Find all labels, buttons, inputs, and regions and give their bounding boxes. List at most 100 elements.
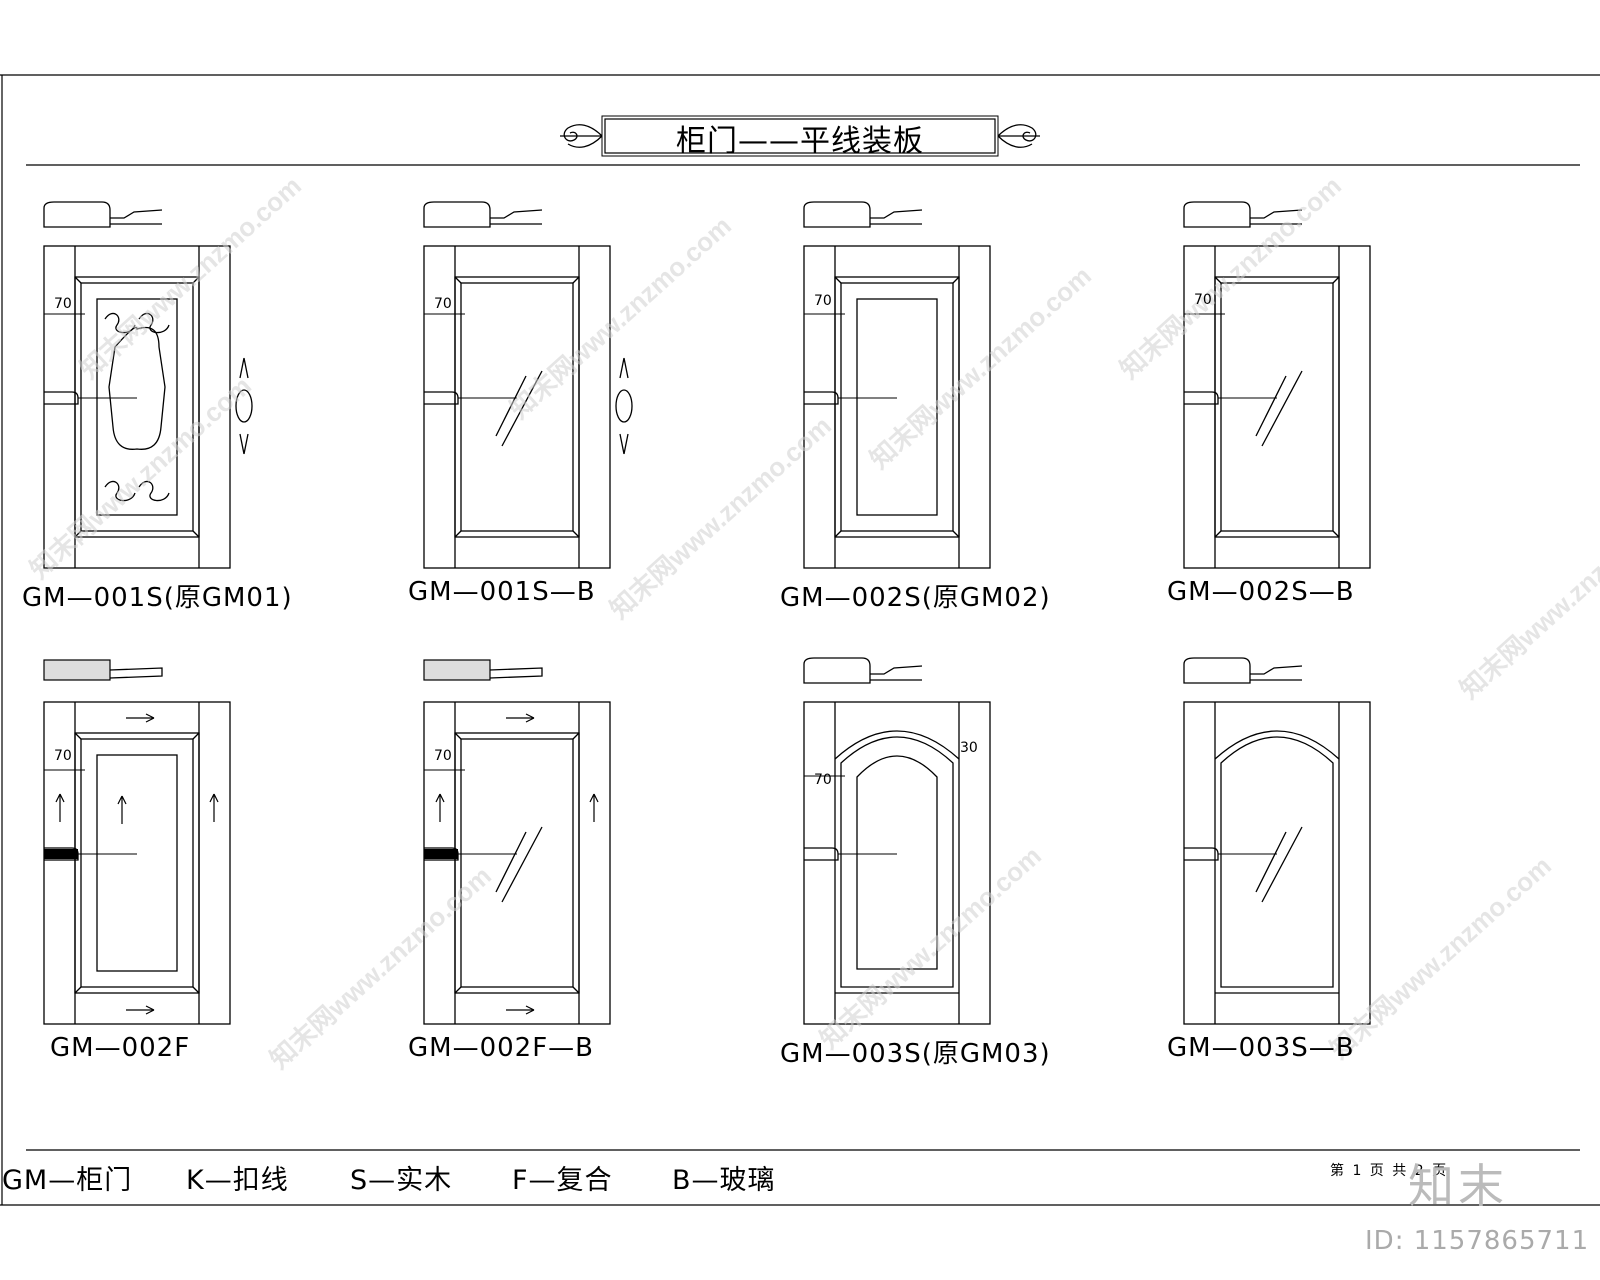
bevel-corner [952,276,960,284]
rail-section [804,847,839,861]
door-drawings [43,201,1371,1025]
title-ornament-right [997,124,1040,148]
grain-arrow-bottom-head [525,1005,535,1015]
watermarks: 知末网www.znzmo.com 知末网www.znzmo.com 知末网www.z… [24,170,1600,1074]
grain-arrow-top-head [525,713,535,723]
profile-tongue [109,667,163,679]
top-profile [43,201,111,228]
rail-section [1184,847,1219,861]
door-label-7: GM—003S(原GM03) [780,1039,1051,1069]
door-frame [803,245,991,569]
profile-edge [870,209,923,219]
door-elevation-3 [803,201,991,569]
rail-section [424,391,459,405]
door-elevation-7 [803,657,991,1025]
rail-section [1184,391,1219,405]
door-label-4: GM—002S—B [1167,577,1355,607]
scroll-ornament-icon [138,480,170,502]
legend-s: S—实木 [350,1165,453,1196]
inner-frame [1214,276,1340,538]
door-frame [43,701,231,1025]
arch-bevel [1220,736,1334,988]
grain-arrow-bottom-head [145,1005,155,1015]
bevel-corner [1332,530,1340,538]
page-info: 第 1 页 共 2 页 [1330,1163,1449,1179]
raised-panel [96,754,178,972]
profile-edge [1250,209,1303,219]
arch-bevel [840,736,954,988]
rail-section [804,391,839,405]
legend-gm: GM—柜门 [2,1165,133,1196]
inner-bevel [460,738,574,988]
bevel-corner [192,732,200,740]
watermark-text: 知末网www.znzmo.com [864,260,1097,474]
door-label-6: GM—002F—B [408,1033,594,1063]
dim-70-7: 70 [814,772,832,788]
profile-edge [110,209,163,219]
drawing-title: 柜门——平线装板 [676,124,924,159]
handle-ornament [239,357,249,455]
carved-panel [96,298,178,516]
legend-k: K—扣线 [186,1165,289,1196]
watermark-text: 知末网www.znzmo.com [1324,850,1557,1064]
door-elevation-2 [423,201,633,569]
profile-edge [870,665,923,675]
dim-70-4: 70 [1194,292,1212,308]
inner-bevel [80,738,194,988]
top-profile [1183,201,1251,228]
door-label-1: GM—001S(原GM01) [22,583,293,613]
bevel-corner [454,276,462,284]
bevel-corner [572,276,580,284]
handle-ornament [619,357,629,455]
bevel-corner [572,732,580,740]
arch-raised-panel [856,755,938,970]
inner-frame [74,732,200,994]
title-ornament-left [560,124,603,148]
inner-bevel [80,282,194,532]
watermark-text: 知末网www.znzmo.com [24,370,257,584]
grain-arrow-left-head [55,793,65,803]
door-label-2: GM—001S—B [408,577,596,607]
composite-profile [43,659,111,681]
glass-hatch-1 [495,831,527,893]
door-frame [803,701,991,1025]
door-frame [43,245,231,569]
door-frame [1183,701,1371,1025]
bevel-corner [192,530,200,538]
glass-hatch-1 [1255,831,1287,893]
top-profile [423,201,491,228]
door-frame [423,701,611,1025]
glass-hatch-1 [495,375,527,437]
scroll-ornament-icon [104,312,136,334]
dim-70-5: 70 [54,748,72,764]
bevel-corner [454,530,462,538]
sheet-border [0,74,1600,1206]
composite-section-fill [424,849,458,859]
legend-b: B—玻璃 [672,1165,776,1196]
scroll-ornament-icon [104,480,136,502]
grain-arrow-right-head [589,793,599,803]
handle-icon [235,389,253,423]
door-label-8: GM—003S—B [1167,1033,1355,1063]
dim-30-arch: 30 [960,740,978,756]
rail-section [44,391,79,405]
inner-bevel [840,282,954,532]
raised-panel [856,298,938,516]
bevel-corner [572,530,580,538]
brand-watermark: 知末 [1408,1159,1508,1213]
bevel-corner [834,276,842,284]
door-elevation-6 [423,659,611,1025]
door-label-5: GM—002F [50,1033,191,1063]
bevel-corner [1214,530,1222,538]
door-elevation-4 [1183,201,1371,569]
bevel-corner [454,986,462,994]
glass-hatch-2 [501,370,543,447]
bevel-corner [74,732,82,740]
top-profile [803,657,871,684]
inner-bevel [1220,282,1334,532]
grain-arrow-panel-head [117,795,127,805]
arch-top-outer [1214,730,1340,760]
glass-hatch-2 [1261,826,1303,903]
bevel-corner [1214,276,1222,284]
